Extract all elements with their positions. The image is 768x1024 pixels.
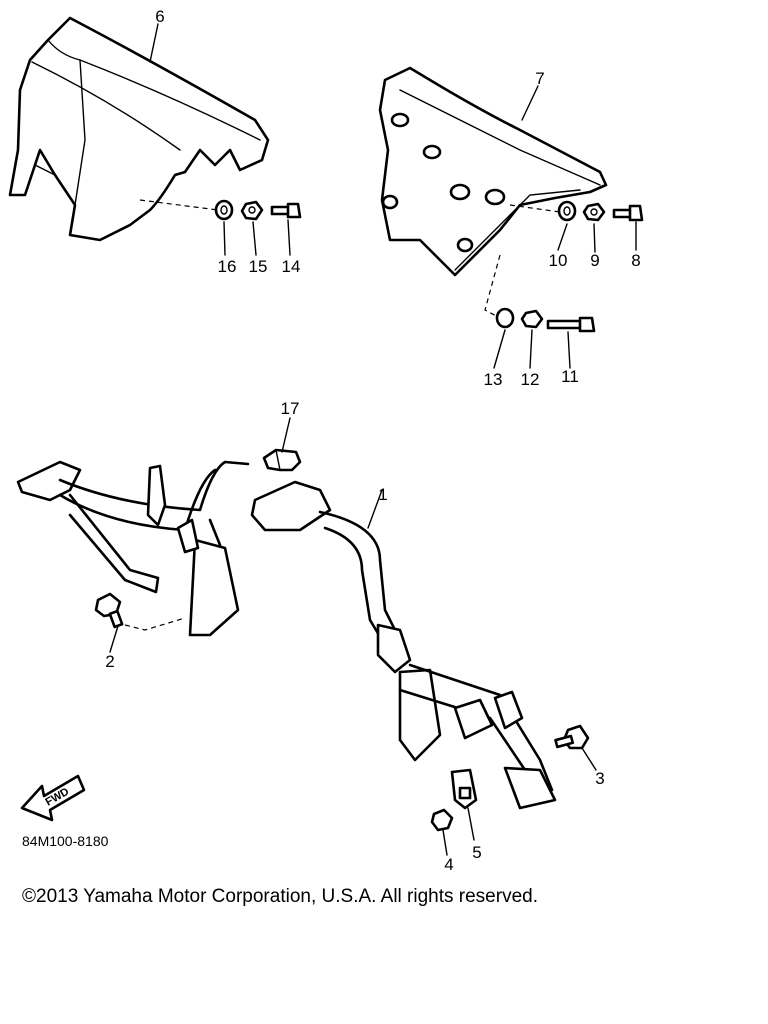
fastener-12-nut[interactable] [520, 309, 544, 329]
part-17-grommet[interactable] [262, 448, 302, 472]
label-part-17: 17 [281, 399, 300, 418]
fastener-16-washer[interactable] [214, 199, 234, 221]
part-1-stay[interactable] [16, 460, 557, 810]
part-6-cover[interactable] [8, 16, 270, 242]
label-part-8: 8 [631, 251, 640, 270]
label-part-16: 16 [218, 257, 237, 276]
label-part-10: 10 [549, 251, 568, 270]
label-part-6: 6 [155, 7, 164, 26]
fastener-9-nut[interactable] [582, 202, 606, 222]
label-part-13: 13 [484, 370, 503, 389]
label-part-2: 2 [105, 652, 114, 671]
label-part-1: 1 [378, 485, 387, 504]
leader-lines [109, 23, 637, 856]
part-7-cover[interactable] [378, 66, 608, 319]
label-part-14: 14 [282, 257, 301, 276]
fastener-14-bolt[interactable] [270, 202, 302, 219]
part-3-bolt[interactable] [554, 724, 590, 750]
copyright-notice: ©2013 Yamaha Motor Corporation, U.S.A. A… [22, 886, 538, 907]
drawing-code: 84M100-8180 [22, 833, 109, 849]
part-2-bolt[interactable] [94, 592, 186, 631]
fastener-8-bolt[interactable] [612, 204, 644, 222]
label-part-15: 15 [249, 257, 268, 276]
fastener-11-bolt[interactable] [546, 316, 596, 333]
label-part-3: 3 [595, 769, 604, 788]
part-5-clamp[interactable] [450, 768, 478, 810]
label-part-12: 12 [521, 370, 540, 389]
label-part-9: 9 [590, 251, 599, 270]
label-part-4: 4 [444, 855, 453, 874]
fwd-direction-arrow: FWD [20, 774, 86, 822]
label-part-5: 5 [472, 843, 481, 862]
fastener-10-washer[interactable] [557, 200, 577, 222]
fastener-15-nut[interactable] [240, 200, 264, 221]
label-part-7: 7 [535, 69, 544, 88]
label-part-11: 11 [561, 367, 579, 386]
part-4-nut[interactable] [430, 808, 454, 832]
fastener-13-washer[interactable] [495, 307, 515, 329]
